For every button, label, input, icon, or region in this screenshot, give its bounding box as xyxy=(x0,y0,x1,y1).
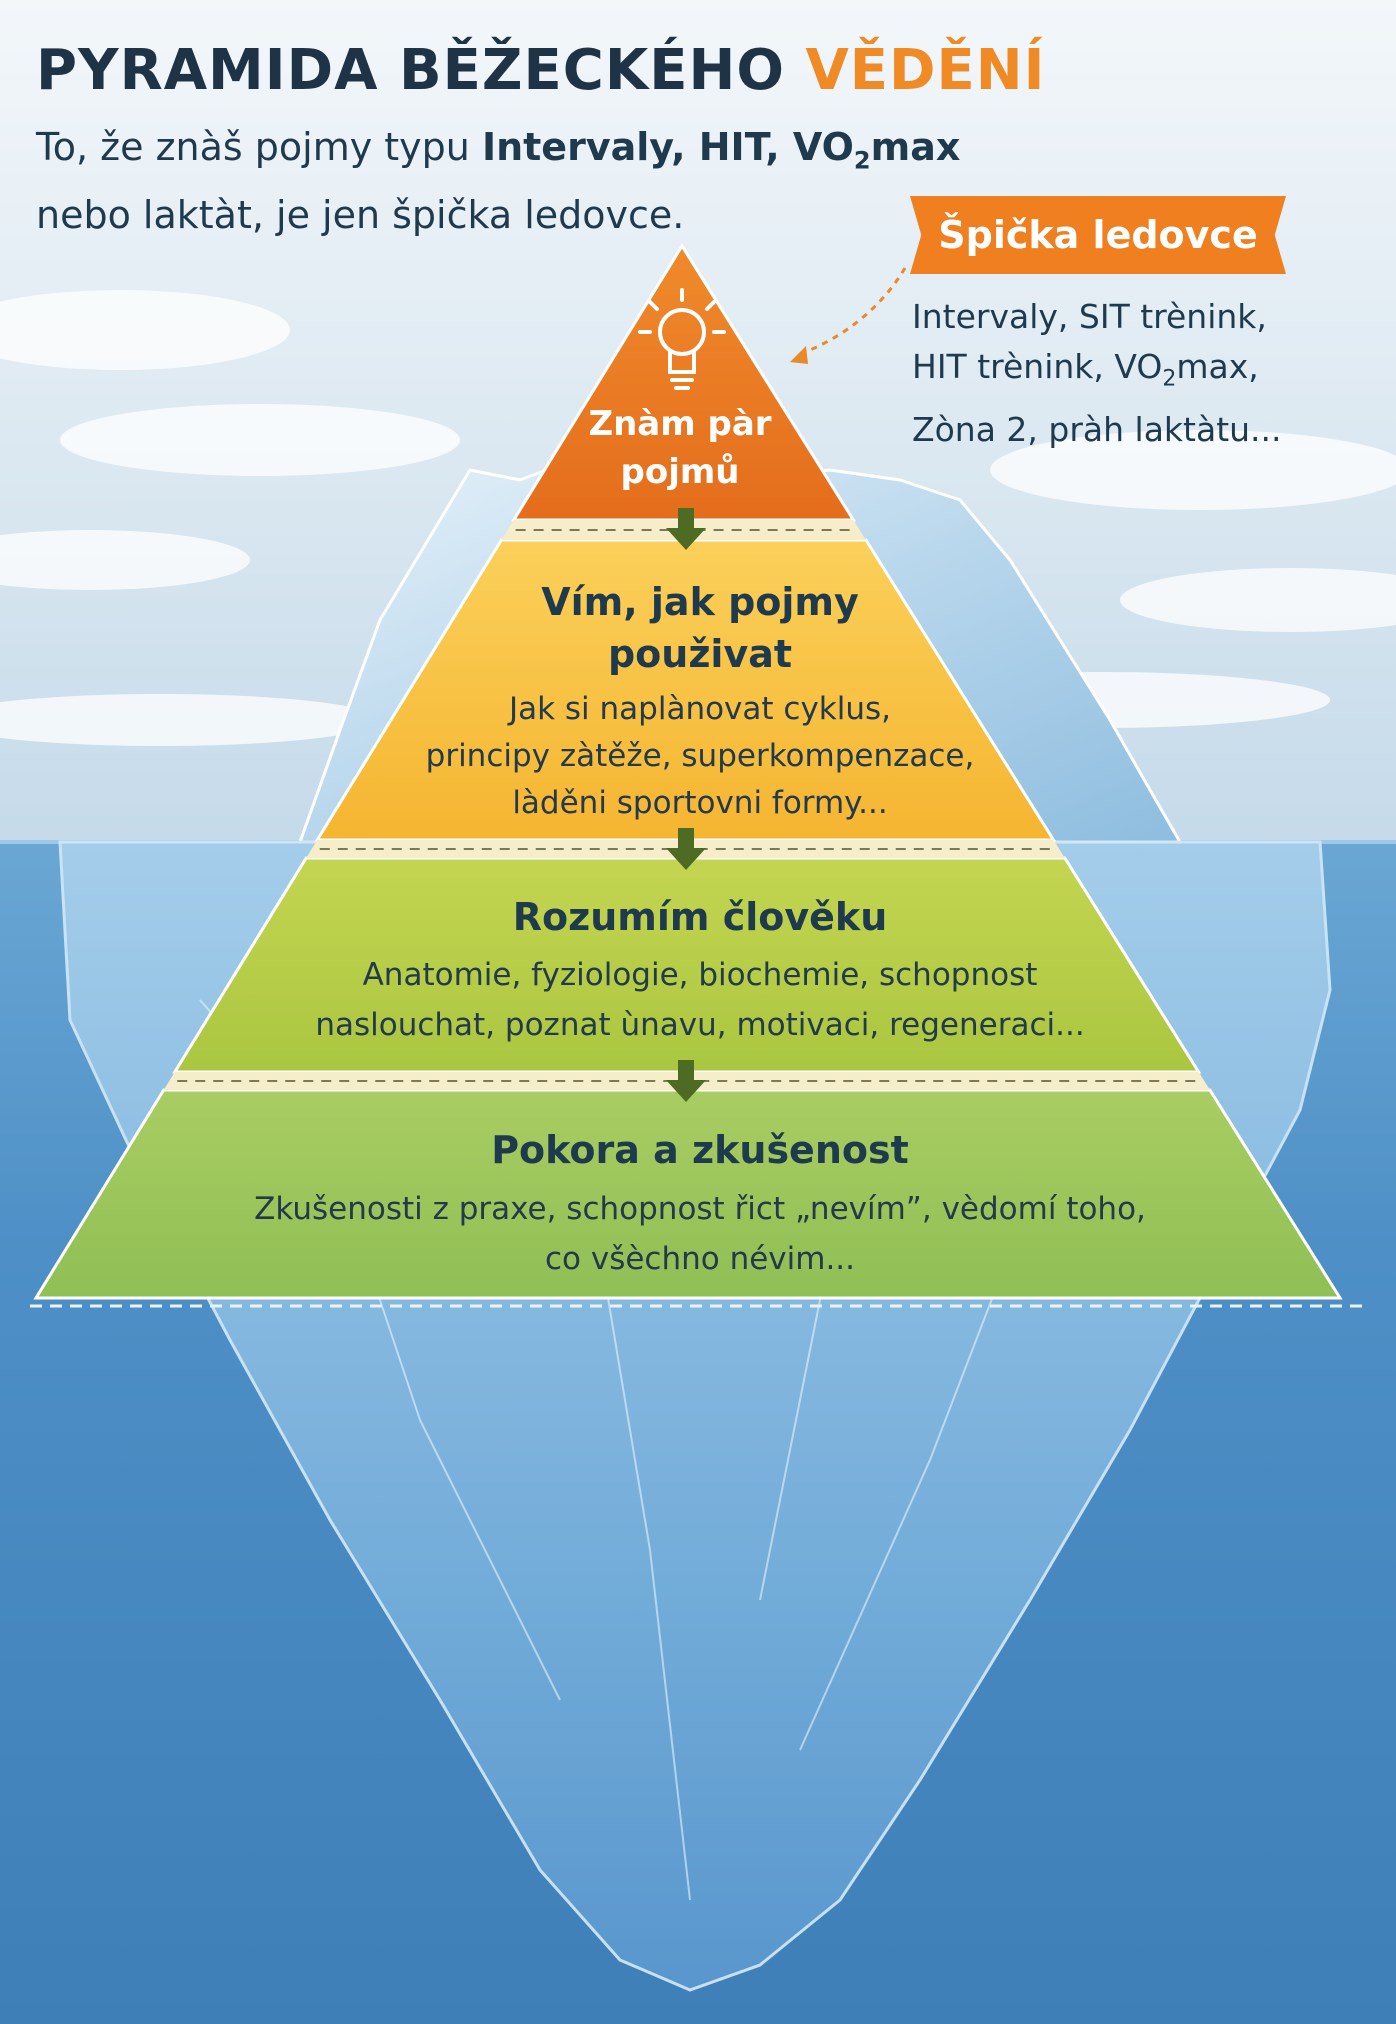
level-3-desc-line-1: Anatomie, fyziologie, biochemie, schopno… xyxy=(230,950,1170,1000)
title-main: PYRAMIDA BĚŽECKÉHO xyxy=(36,38,785,103)
tip-list-subscript: 2 xyxy=(1162,367,1176,392)
level-4-desc-line-1: Zkušenosti z praxe, schopnost řict „neví… xyxy=(120,1184,1280,1234)
level-2-head-line-2: použivat xyxy=(330,628,1070,680)
tip-list-line-3: Zòna 2, pràh laktàtu... xyxy=(912,405,1332,455)
level-3-desc-line-2: naslouchat, poznat ùnavu, motivaci, rege… xyxy=(230,1000,1170,1050)
subtitle-intro: To, že znàš pojmy typu xyxy=(36,125,482,169)
subtitle-terms: Intervaly, HIT, VO xyxy=(482,125,854,169)
subtitle-subscript: 2 xyxy=(854,147,871,175)
tip-tag-label: Špička ledovce xyxy=(938,213,1257,257)
level-4-desc-line-2: co všèchno névim... xyxy=(120,1234,1280,1284)
tip-list-line-2-b: max, xyxy=(1176,347,1258,386)
level-1-head-line-1: Znàm pàr xyxy=(540,400,820,448)
level-2-label: Vím, jak pojmy použivat Jak si naplànova… xyxy=(330,576,1070,827)
level-2-description: Jak si naplànovat cyklus, principy zàtěž… xyxy=(330,686,1070,827)
subtitle-terms-end: max xyxy=(871,125,961,169)
level-1-label: Znàm pàr pojmů xyxy=(540,400,820,496)
tip-list-line-1: Intervaly, SIT trènink, xyxy=(912,292,1332,342)
tip-tag: Špička ledovce xyxy=(910,196,1286,274)
level-3-label: Rozumím člověku Anatomie, fyziologie, bi… xyxy=(230,890,1170,1050)
title-accent: VĚDĚNÍ xyxy=(805,38,1045,103)
tip-list-line-2-a: HIT trènink, VO xyxy=(912,347,1162,386)
level-2-head-line-1: Vím, jak pojmy xyxy=(330,576,1070,628)
subtitle-line-1: To, že znàš pojmy typu Intervaly, HIT, V… xyxy=(36,120,1036,188)
level-4-description: Zkušenosti z praxe, schopnost řict „neví… xyxy=(120,1184,1280,1284)
level-2-desc-line-2: principy zàtěže, superkompenzace, xyxy=(330,733,1070,780)
subtitle: To, že znàš pojmy typu Intervaly, HIT, V… xyxy=(36,120,1036,242)
tip-list: Intervaly, SIT trènink, HIT trènink, VO2… xyxy=(912,292,1332,455)
level-3-head: Rozumím člověku xyxy=(230,890,1170,944)
subtitle-line-2: nebo laktàt, je jen špička ledovce. xyxy=(36,188,1036,242)
tip-list-line-2: HIT trènink, VO2max, xyxy=(912,342,1332,405)
level-1-head-line-2: pojmů xyxy=(540,448,820,496)
level-2-desc-line-1: Jak si naplànovat cyklus, xyxy=(330,686,1070,733)
level-4-label: Pokora a zkušenost Zkušenosti z praxe, s… xyxy=(120,1122,1280,1284)
level-3-description: Anatomie, fyziologie, biochemie, schopno… xyxy=(230,950,1170,1050)
level-2-desc-line-3: làděni sportovni formy... xyxy=(330,780,1070,827)
level-4-head: Pokora a zkušenost xyxy=(120,1122,1280,1178)
page-title: PYRAMIDA BĚŽECKÉHO VĚDĚNÍ xyxy=(36,38,1046,103)
